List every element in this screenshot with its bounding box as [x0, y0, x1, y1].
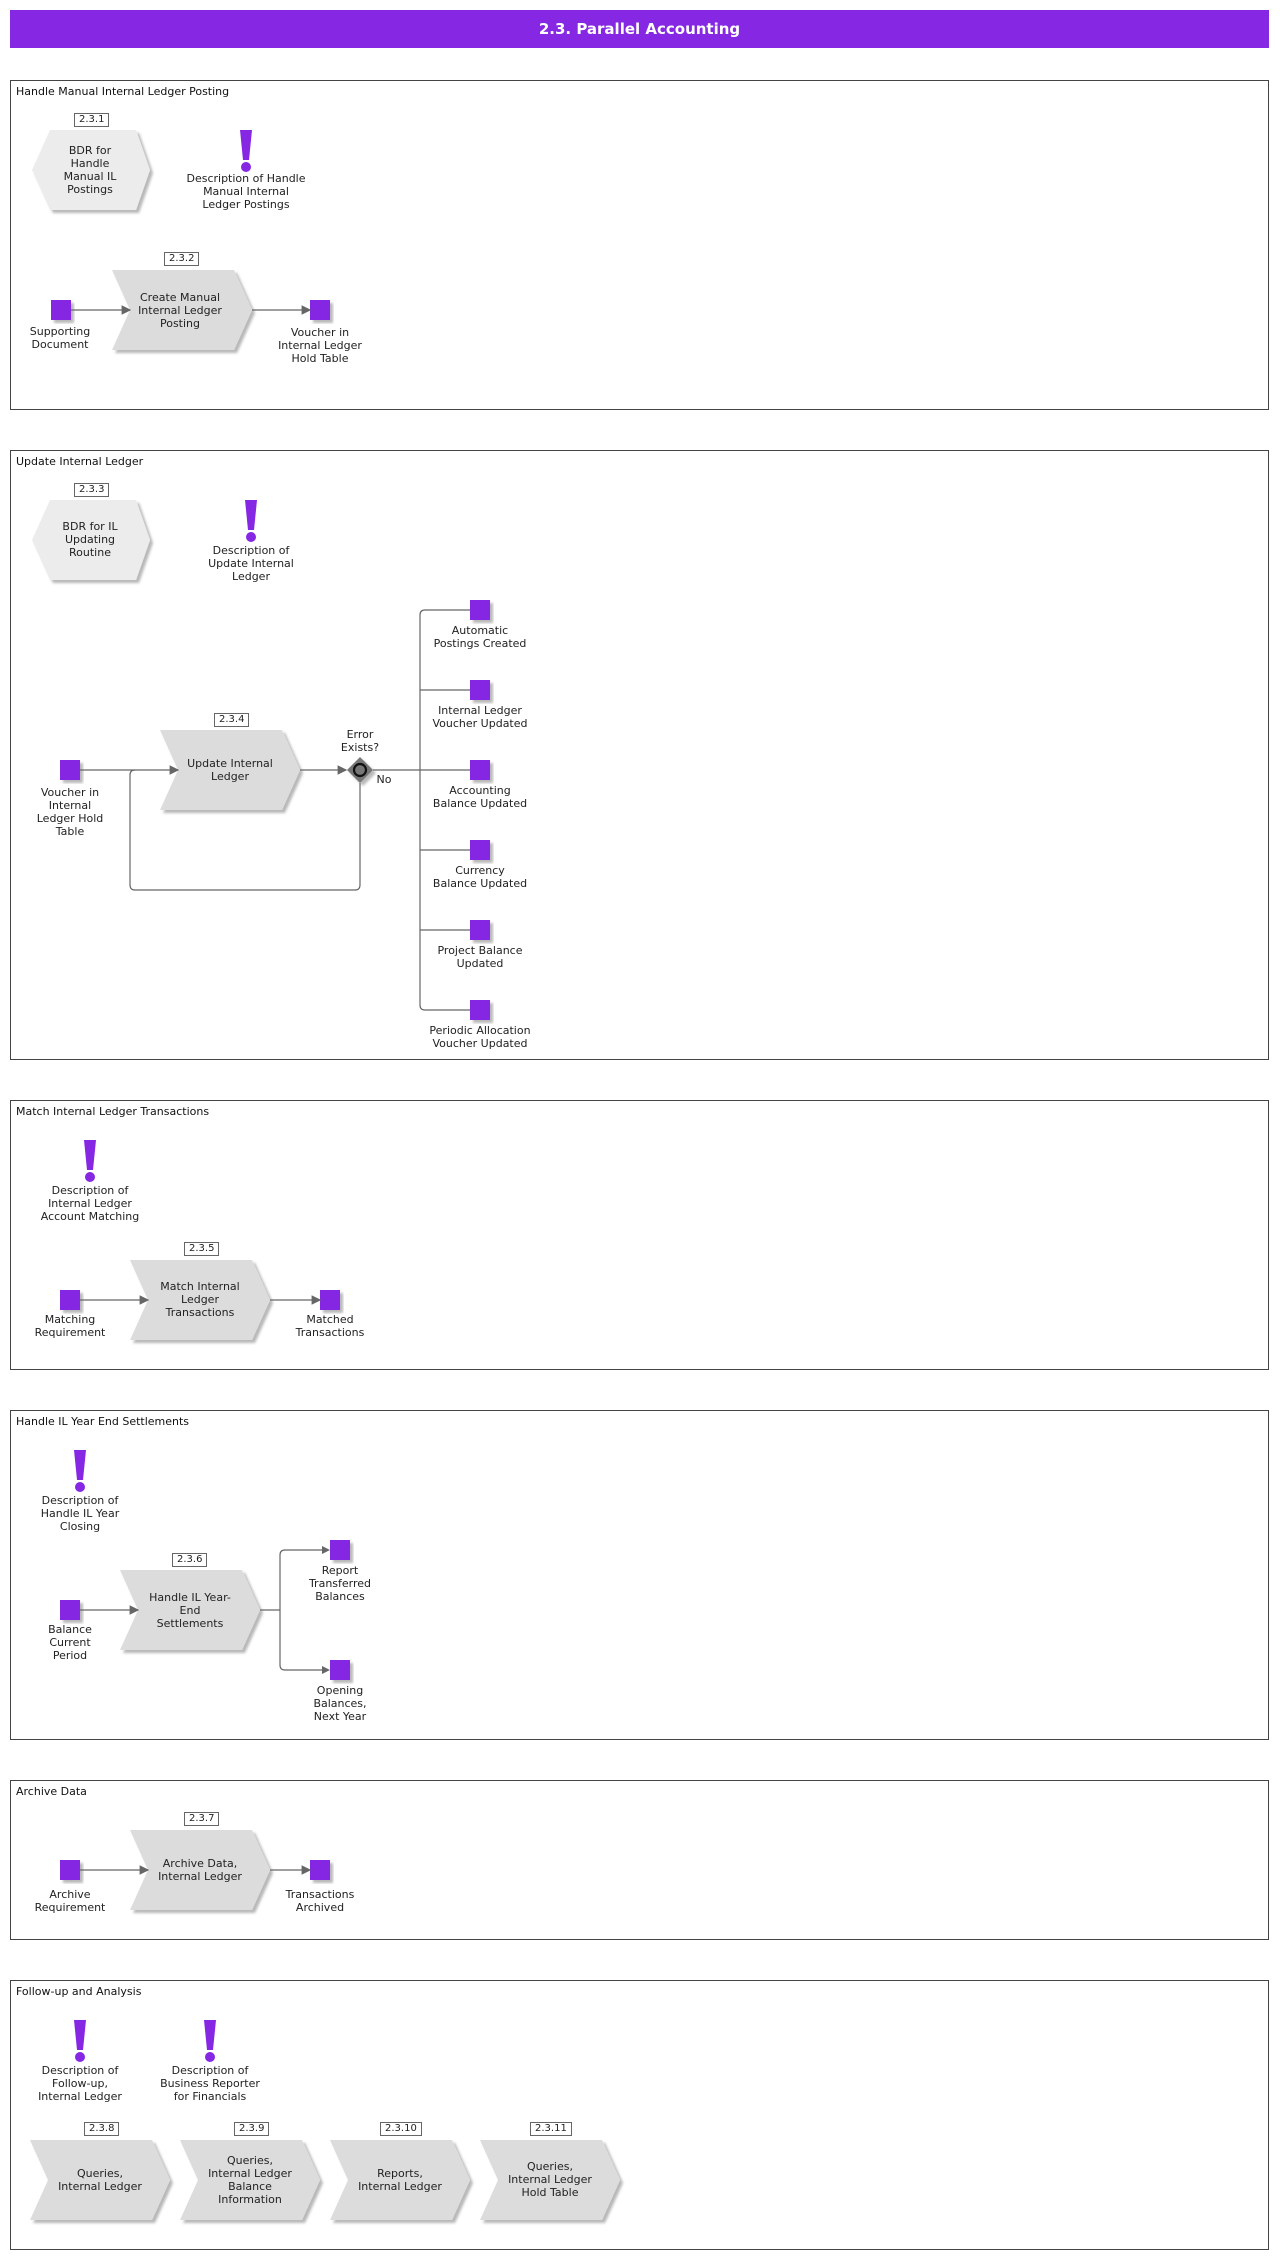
event-label: Automatic Postings Created	[433, 624, 527, 650]
event-label: Voucher in Internal Ledger Hold Table	[36, 786, 104, 838]
process-id-tag: 2.3.11	[530, 2122, 572, 2136]
process-id-tag: 2.3.9	[234, 2122, 270, 2136]
process-chevron[interactable]	[112, 270, 252, 350]
event-square[interactable]	[310, 1860, 330, 1880]
event-label: Matched Transactions	[295, 1313, 365, 1339]
process-label: Create Manual Internal Ledger Posting	[138, 291, 222, 330]
event-label: Balance Current Period	[48, 1623, 92, 1662]
process-chevron[interactable]	[130, 1830, 270, 1910]
description-label: Description of Update Internal Ledger	[208, 544, 294, 583]
process-chevron[interactable]	[330, 2140, 470, 2220]
event-square[interactable]	[470, 600, 490, 620]
process-id-tag: 2.3.7	[184, 1812, 220, 1826]
bdr-hexagon[interactable]	[32, 130, 150, 210]
event-square[interactable]	[470, 760, 490, 780]
page-title: 2.3. Parallel Accounting	[10, 10, 1269, 48]
bdr-label: BDR for IL Updating Routine	[62, 520, 118, 559]
description-label: Description of Business Reporter for Fin…	[160, 2064, 260, 2103]
branch-connectors	[373, 609, 470, 1011]
description-label: Description of Handle Manual Internal Le…	[186, 172, 306, 211]
process-id-tag: 2.3.6	[172, 1553, 208, 1567]
process-label: Queries, Internal Ledger Balance Informa…	[208, 2154, 292, 2206]
section-title: Handle Manual Internal Ledger Posting	[16, 85, 230, 98]
event-square[interactable]	[470, 680, 490, 700]
process-label: Update Internal Ledger	[187, 757, 273, 783]
loop-back-connector	[129, 769, 361, 891]
process-label: Handle IL Year- End Settlements	[149, 1591, 231, 1630]
event-label: Report Transferred Balances	[308, 1564, 372, 1603]
event-label: Internal Ledger Voucher Updated	[432, 704, 528, 730]
process-id-tag: 2.3.8	[84, 2122, 120, 2136]
process-chevron[interactable]	[130, 1260, 270, 1340]
exclamation-icon	[204, 2020, 216, 2062]
event-square[interactable]	[470, 920, 490, 940]
event-square[interactable]	[51, 300, 71, 320]
event-square[interactable]	[60, 1290, 80, 1310]
event-square[interactable]	[60, 760, 80, 780]
event-square[interactable]	[310, 300, 330, 320]
event-square[interactable]	[470, 840, 490, 860]
exclamation-icon	[240, 130, 252, 172]
event-label: Matching Requirement	[34, 1313, 106, 1339]
section-title: Follow-up and Analysis	[16, 1985, 142, 1998]
event-label: Accounting Balance Updated	[432, 784, 528, 810]
event-square[interactable]	[330, 1660, 350, 1680]
event-label: Archive Requirement	[34, 1888, 106, 1914]
exclamation-icon	[84, 1140, 96, 1182]
process-id-tag: 2.3.5	[184, 1242, 220, 1256]
process-chevron[interactable]	[480, 2140, 620, 2220]
event-square[interactable]	[60, 1860, 80, 1880]
event-label: Opening Balances, Next Year	[313, 1684, 367, 1723]
process-label: Archive Data, Internal Ledger	[158, 1857, 242, 1883]
gateway-label: Error Exists?	[340, 728, 380, 754]
gateway-ring	[352, 762, 368, 778]
branch-arrowheads	[322, 1546, 330, 1674]
exclamation-icon	[74, 1450, 86, 1492]
process-chevron[interactable]	[160, 730, 300, 810]
process-label: Match Internal Ledger Transactions	[160, 1280, 240, 1319]
event-square[interactable]	[60, 1600, 80, 1620]
section-title: Handle IL Year End Settlements	[16, 1415, 190, 1428]
event-label: Project Balance Updated	[437, 944, 523, 970]
process-id-tag: 2.3.2	[164, 252, 200, 266]
process-label: Queries, Internal Ledger	[58, 2167, 142, 2193]
event-square[interactable]	[330, 1540, 350, 1560]
xor-gateway[interactable]	[347, 757, 373, 783]
process-label: Queries, Internal Ledger Hold Table	[508, 2160, 592, 2199]
event-label: Voucher in Internal Ledger Hold Table	[278, 326, 362, 365]
event-label: Periodic Allocation Voucher Updated	[429, 1024, 531, 1050]
process-id-tag: 2.3.10	[380, 2122, 422, 2136]
process-label: Reports, Internal Ledger	[358, 2167, 442, 2193]
process-id-tag: 2.3.1	[74, 113, 110, 127]
section-title: Update Internal Ledger	[16, 455, 144, 468]
description-label: Description of Internal Ledger Account M…	[40, 1184, 140, 1223]
section-title: Match Internal Ledger Transactions	[16, 1105, 210, 1118]
section-title: Archive Data	[16, 1785, 87, 1798]
section-handle-manual-posting: Handle Manual Internal Ledger Posting	[10, 80, 1269, 410]
process-chevron[interactable]	[180, 2140, 320, 2220]
event-square[interactable]	[320, 1290, 340, 1310]
bdr-label: BDR for Handle Manual IL Postings	[63, 144, 117, 196]
description-label: Description of Handle IL Year Closing	[40, 1494, 120, 1533]
event-label: Transactions Archived	[285, 1888, 355, 1914]
branch-connectors	[260, 1549, 322, 1671]
process-chevron[interactable]	[120, 1570, 260, 1650]
exclamation-icon	[74, 2020, 86, 2062]
process-chevron[interactable]	[30, 2140, 170, 2220]
description-label: Description of Follow-up, Internal Ledge…	[38, 2064, 122, 2103]
exclamation-icon	[245, 500, 257, 542]
gateway-no-label: No	[376, 773, 392, 786]
process-id-tag: 2.3.3	[74, 483, 110, 497]
event-label: Supporting Document	[29, 325, 91, 351]
bdr-hexagon[interactable]	[32, 500, 150, 580]
event-label: Currency Balance Updated	[432, 864, 528, 890]
process-id-tag: 2.3.4	[214, 713, 250, 727]
event-square[interactable]	[470, 1000, 490, 1020]
